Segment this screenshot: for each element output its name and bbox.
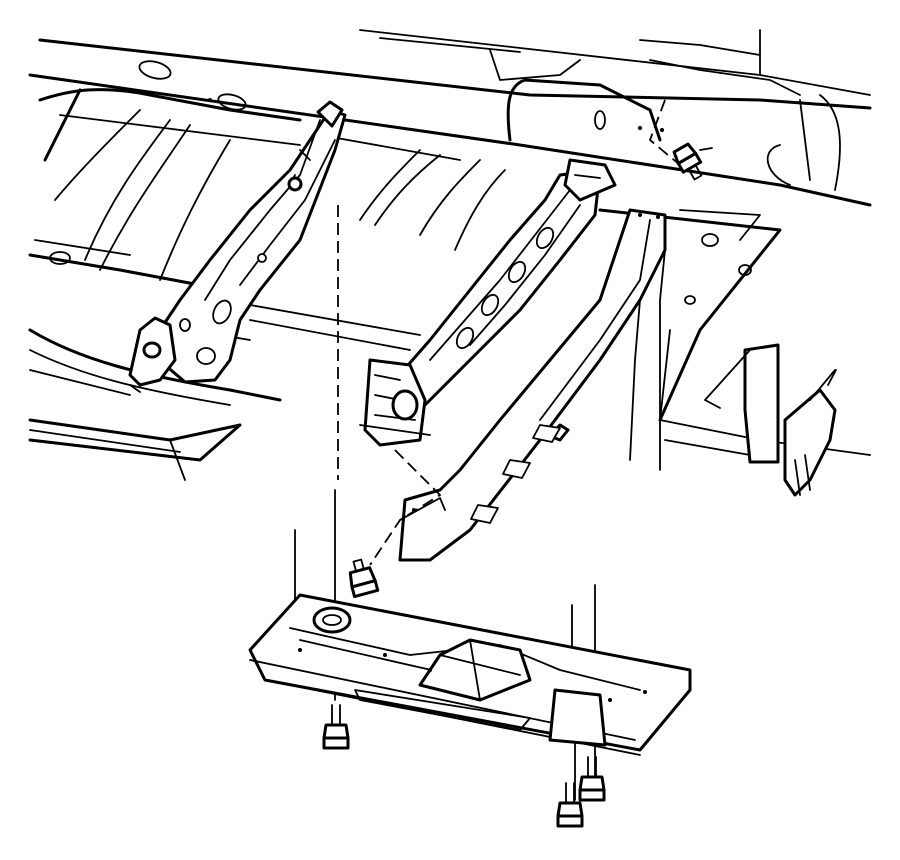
bolt-icon: [578, 756, 606, 802]
vehicle-underbody-frame: [28, 29, 872, 481]
left-rear-control-arm: [128, 100, 347, 393]
underbody-skid-plate: [248, 593, 692, 756]
right-rear-control-arm: [359, 158, 617, 447]
fastener-bolts: [322, 142, 837, 828]
bolt-icon: [556, 782, 584, 828]
side-mount-bracket: [704, 343, 837, 497]
bolt-icon: [672, 142, 703, 181]
bolt-icon: [322, 704, 350, 750]
bolt-icon: [348, 558, 380, 599]
